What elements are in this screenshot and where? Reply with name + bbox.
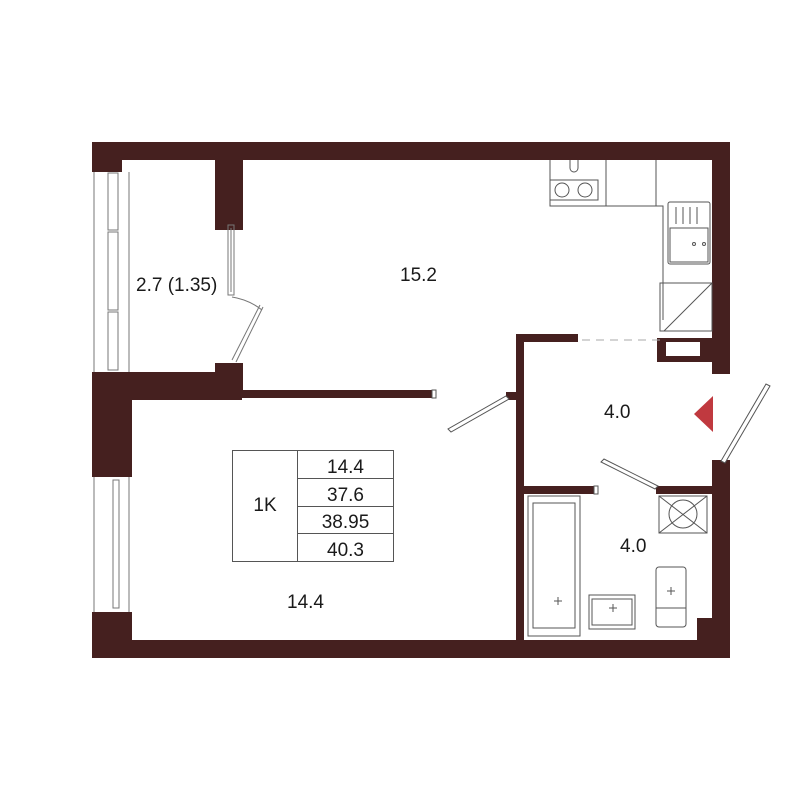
- room-area-balcony: 2.7 (1.35): [136, 275, 218, 296]
- kitchen-furniture: [527, 160, 713, 637]
- room-area-kitchen-living: 15.2: [400, 265, 437, 286]
- apartment-type: 1K: [233, 451, 298, 561]
- room-area-bedroom: 14.4: [287, 592, 324, 613]
- area-with-balcony: 40.3: [327, 540, 364, 561]
- walls: [92, 142, 730, 658]
- apartment-summary-table: 1K 14.4 37.6 38.95 40.3: [232, 450, 394, 562]
- doors: [431, 383, 771, 495]
- total-area: 37.6: [298, 479, 393, 507]
- balcony-windows: [93, 172, 264, 612]
- room-area-hallway: 4.0: [604, 402, 631, 423]
- living-area: 14.4: [298, 451, 393, 479]
- entrance-marker-icon: [694, 396, 713, 432]
- room-area-bathroom: 4.0: [620, 536, 647, 557]
- area-with-balcony-coef: 38.95: [298, 507, 393, 535]
